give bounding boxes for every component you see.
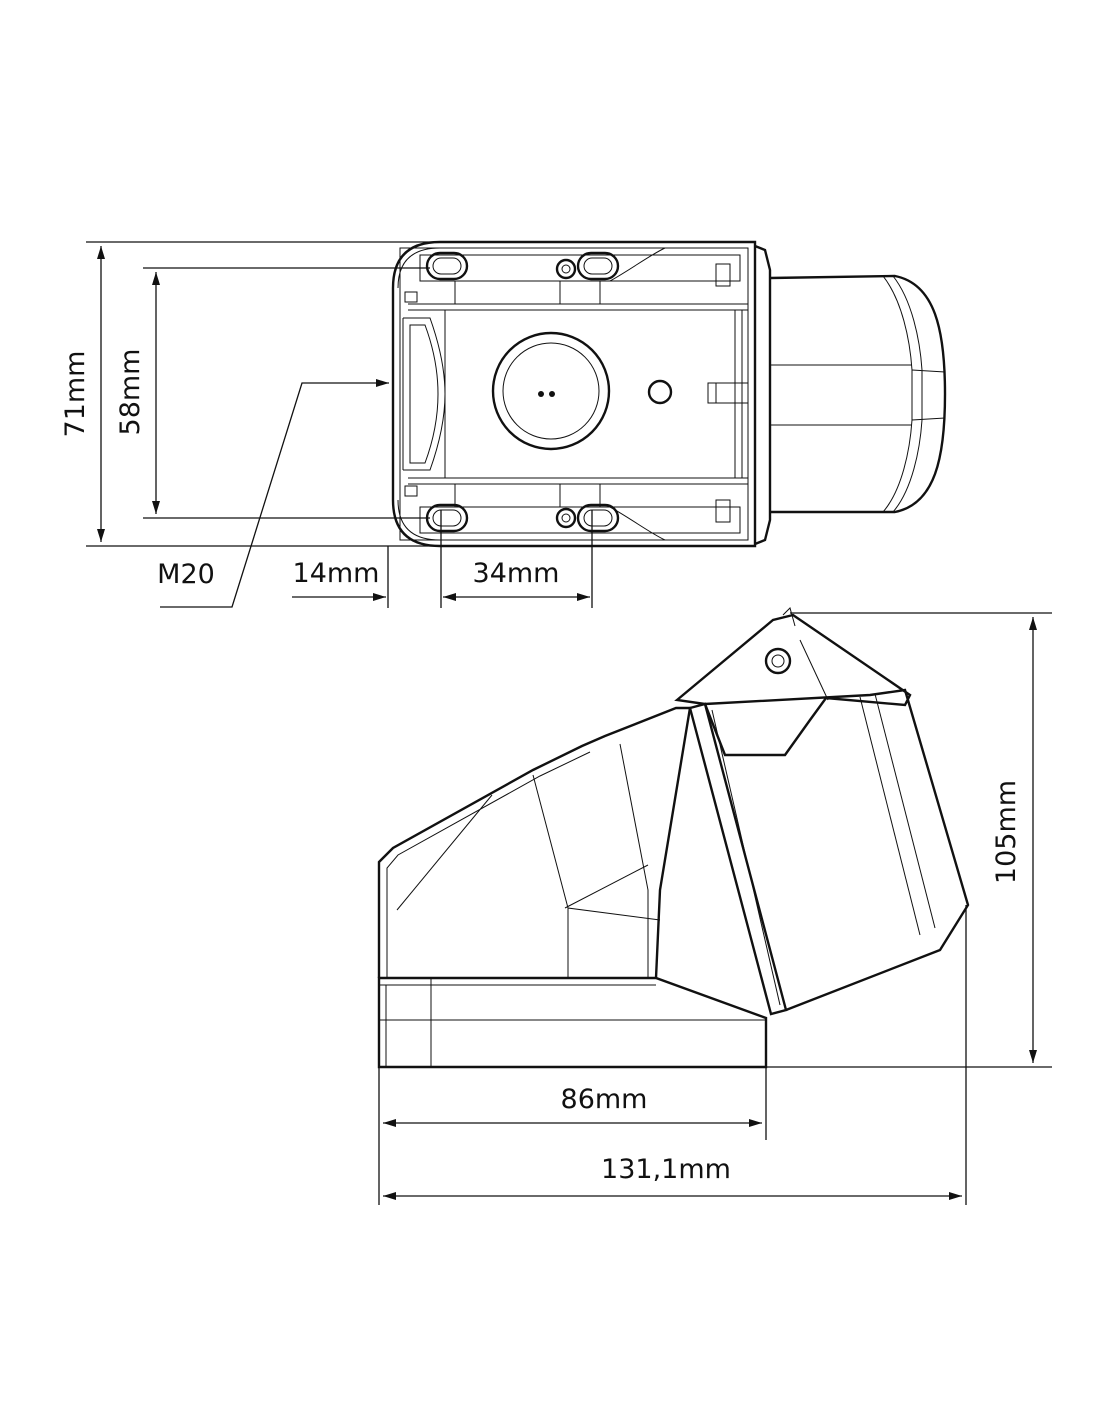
label-71mm: 71mm — [60, 351, 91, 438]
base-plate — [377, 976, 768, 1069]
screw-hole — [647, 379, 673, 405]
mounting-slot-bottom-right — [555, 503, 620, 533]
dimension-131-1mm: 131,1mm — [383, 905, 967, 1205]
label-14mm: 14mm — [293, 558, 380, 589]
top-view — [391, 240, 947, 548]
mounting-slot-top-right — [555, 251, 620, 281]
dimension-14mm-34mm: 14mm 34mm — [292, 510, 593, 608]
socket-front — [704, 688, 970, 1012]
dimension-m20: M20 — [157, 379, 389, 608]
socket-body — [769, 274, 947, 514]
knockout-boss — [491, 331, 611, 451]
dimension-71mm: 71mm — [60, 241, 440, 547]
label-m20: M20 — [157, 559, 215, 590]
dimension-86mm: 86mm — [378, 1067, 767, 1205]
label-58mm: 58mm — [115, 349, 146, 436]
dimension-58mm: 58mm — [115, 267, 430, 519]
mounting-slot-top-left — [425, 251, 469, 281]
latch-clip — [707, 382, 748, 404]
label-105mm: 105mm — [991, 780, 1022, 884]
dimension-105mm: 105mm — [766, 612, 1052, 1068]
side-view — [377, 607, 970, 1069]
housing-outline — [391, 240, 757, 548]
label-131-1mm: 131,1mm — [601, 1154, 731, 1185]
lid-hinge — [764, 647, 792, 675]
inclined-housing — [377, 706, 692, 979]
mounting-slot-bottom-left — [425, 503, 469, 533]
label-34mm: 34mm — [473, 558, 560, 589]
hinged-lid — [674, 613, 912, 757]
label-86mm: 86mm — [561, 1084, 648, 1115]
rear-flange — [754, 244, 772, 546]
